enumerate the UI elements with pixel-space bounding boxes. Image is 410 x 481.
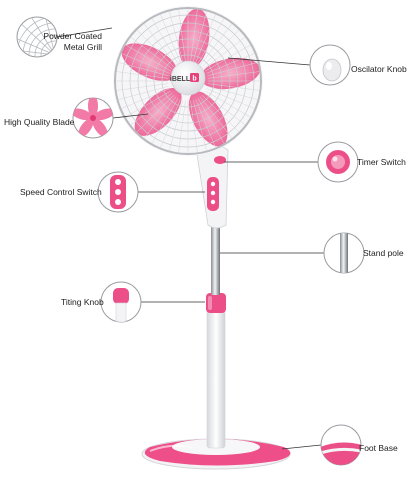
label-tilt: Titing Knob [61,297,104,307]
grill-spoke [206,88,255,109]
grill-spoke [136,29,175,68]
grill-spoke [130,36,173,70]
lower-tube [206,309,226,449]
grill-spoke [118,62,169,77]
grill-spoke [125,44,171,72]
grill-spokes [116,9,260,153]
grill-spoke [203,36,246,70]
grill-spoke [190,9,198,62]
brand-logo-mark [190,73,199,82]
grill-spoke [206,53,255,74]
grill-spoke [116,83,169,91]
grill-spoke [205,90,251,118]
callout-tilt-thumb [100,281,142,323]
grill-spoke [130,92,173,126]
leader-lines [56,27,324,450]
fan-base [141,438,291,470]
label-base: Foot Base [359,443,398,453]
grill-spoke [201,94,240,133]
label-speed: Speed Control Switch [20,187,102,197]
grill-spoke [169,11,184,62]
callout-grill-thumb [16,16,58,58]
grill-spoke [160,14,181,63]
grill-spoke [197,98,225,144]
grill-spoke [192,100,207,151]
grill-spoke [151,98,179,144]
grill-spoke [118,85,169,100]
label-oscillator: Oscilator Knob [351,64,407,74]
label-grill-line1: Powder Coated [43,31,102,41]
brand-logo-text: iBELL [170,76,191,83]
grill-spoke [190,100,198,153]
grill-spoke [207,62,258,77]
callout-speed-thumb [97,171,139,213]
grill-spoke [195,99,216,148]
callout-oscillator-thumb [309,44,351,86]
metal-pole [211,225,220,295]
grill-spoke [199,23,233,66]
grill-spoke [136,94,175,133]
grill-spoke [143,96,177,139]
grill-spoke [121,88,170,109]
grill-spoke [195,14,216,63]
grill-spoke [160,99,181,148]
callout-timer-thumb [317,141,359,183]
grill-spoke [169,100,184,151]
grill-spoke [207,85,258,100]
fan-hub [170,60,206,96]
control-housing [195,144,229,229]
tilt-collar [206,293,226,313]
grill-spoke [207,83,260,91]
label-grill-line2: Metal Grill [63,42,102,52]
grill-spoke [116,71,169,79]
grill-spoke [143,23,177,66]
grill-spoke [205,44,251,72]
label-timer: Timer Switch [357,157,406,167]
grill-spoke [178,9,186,62]
grill-spoke [121,53,170,74]
grill-spoke [125,90,171,118]
fan-head: iBELL b [113,6,263,156]
grill-spoke [197,18,225,64]
label-pole: Stand pole [363,248,404,258]
grill-spoke [201,29,240,68]
brand-logo-letter: b [192,76,196,83]
callout-blade-thumb [72,97,114,139]
grill-spoke [178,100,186,153]
callout-pole-thumb [323,232,365,274]
grill-spoke [192,11,207,62]
grill-spoke [151,18,179,64]
label-blade: High Quality Blade [4,117,75,127]
label-grill: Powder Coated Metal Grill [8,31,102,53]
grill-spoke [207,71,260,79]
grill-spoke [199,96,233,139]
grill-spoke [203,92,246,126]
